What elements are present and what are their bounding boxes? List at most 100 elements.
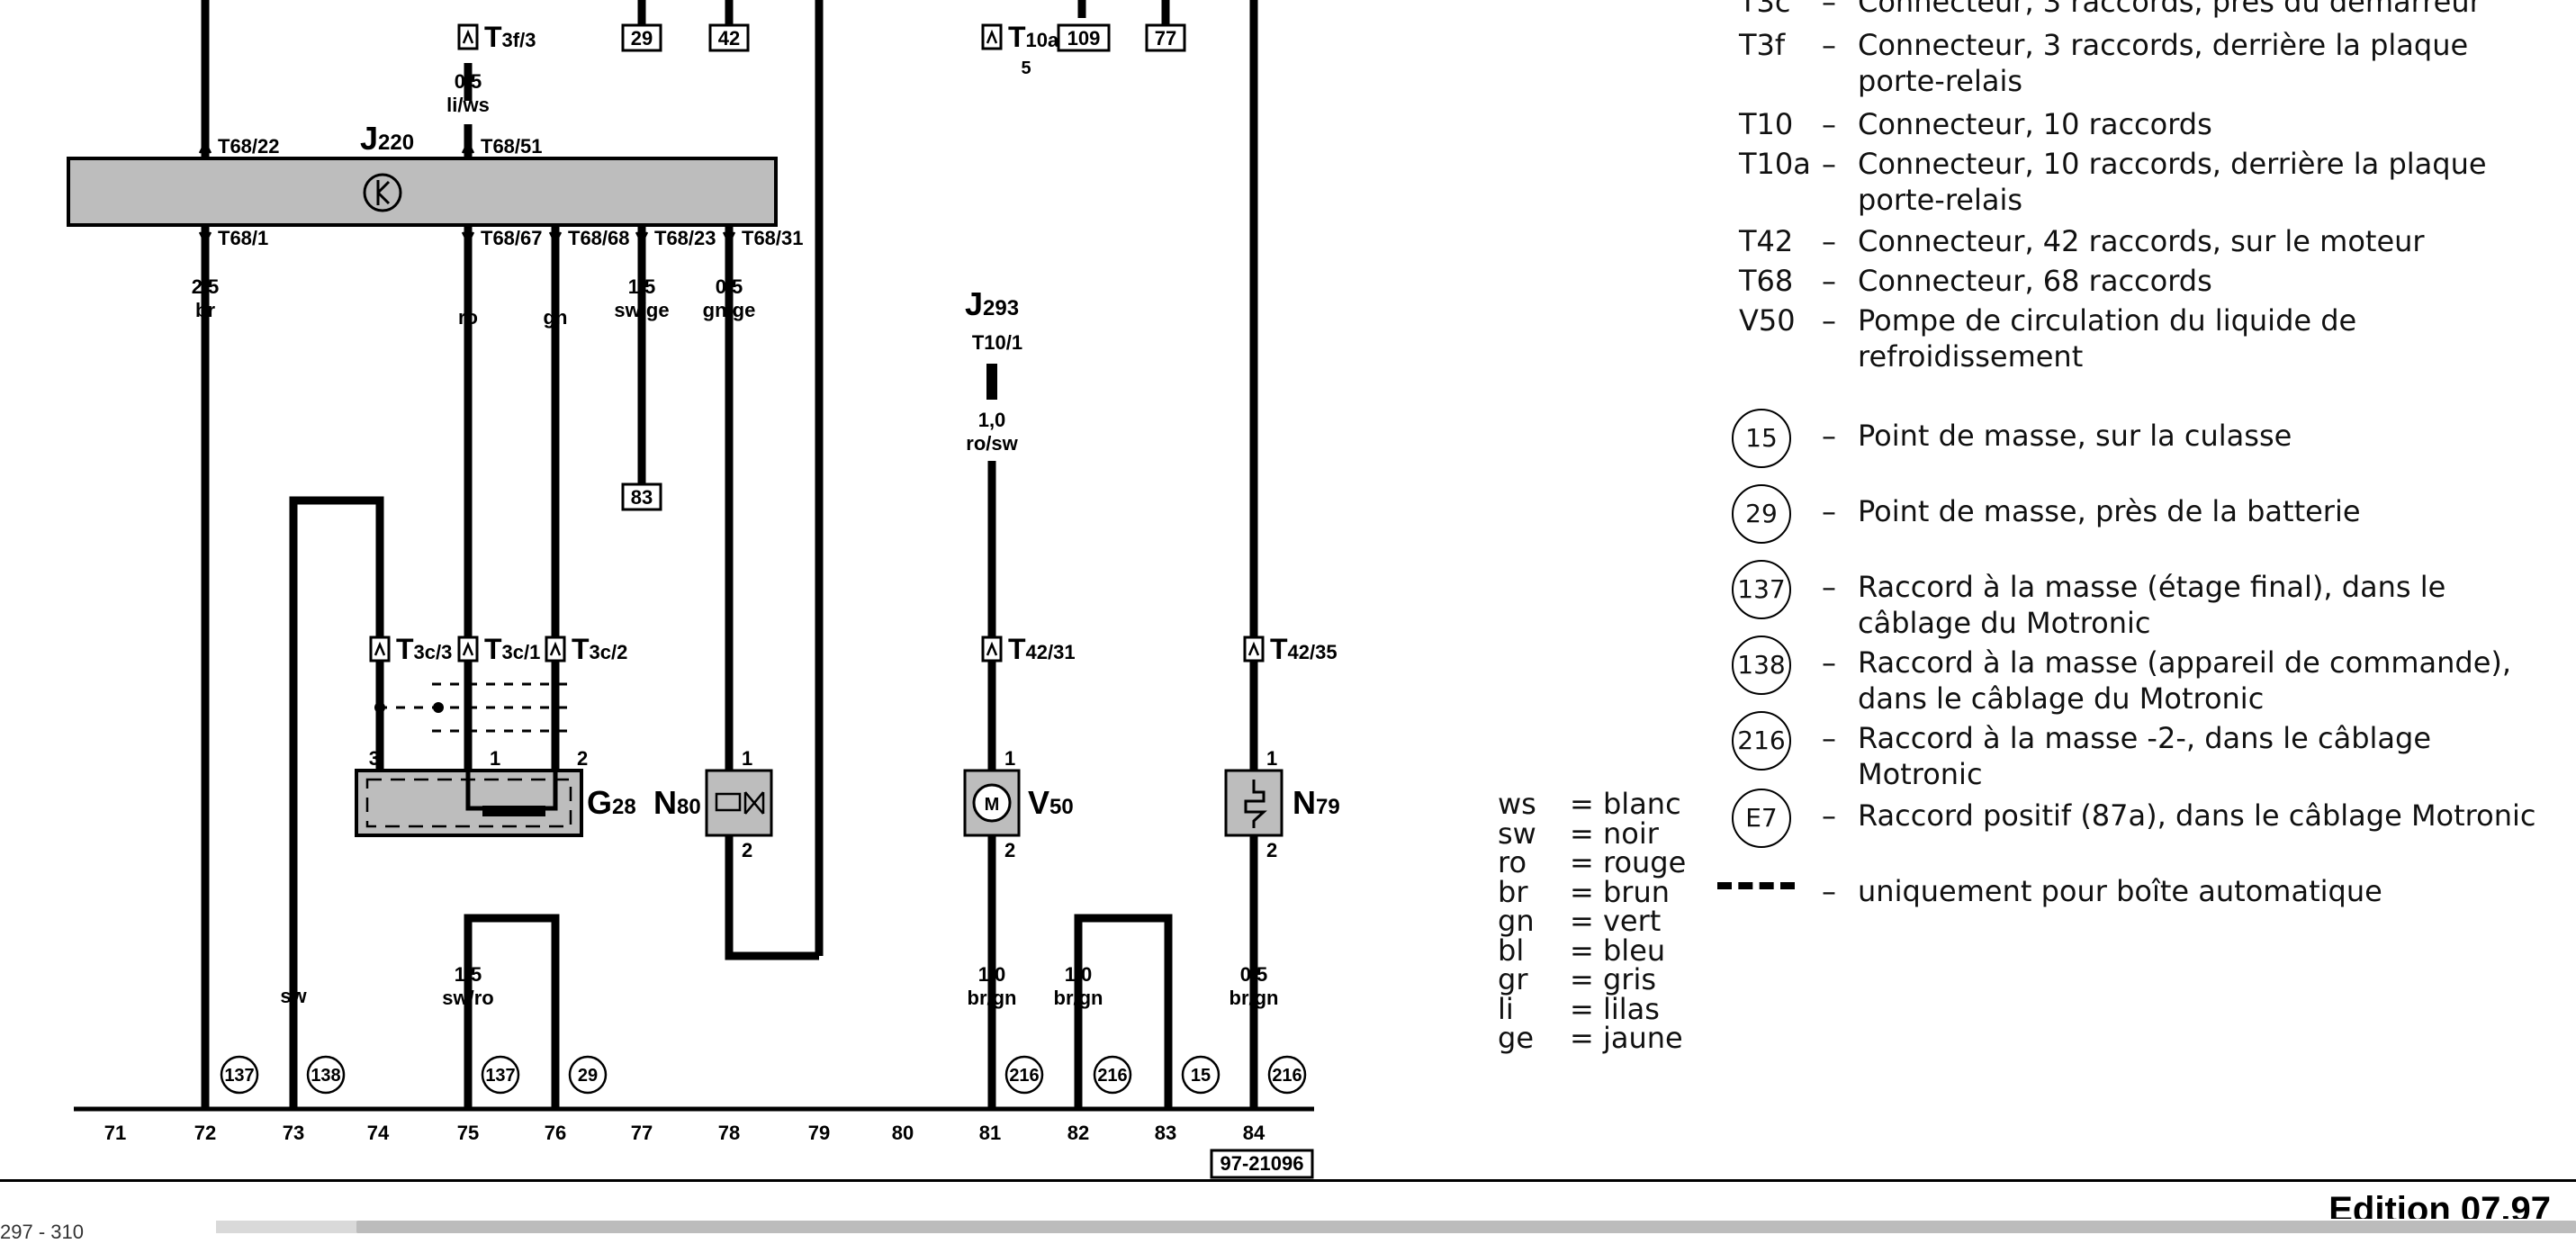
ground-point-138-label: 138 [311, 1066, 340, 1086]
wire-color-label: sw [280, 985, 307, 1007]
pin-T68-31: T68/31 [742, 227, 804, 249]
connector-t3f3-icon [457, 23, 479, 50]
color-code-name: = lilas [1570, 991, 1660, 1026]
track-number-78: 78 [718, 1122, 740, 1144]
wire-size-label: 1,0 [978, 409, 1006, 431]
connector-t3f3-label: T3f/3 [484, 21, 536, 53]
n79-pin-2: 2 [1266, 839, 1277, 861]
color-code-name: = bleu [1570, 933, 1666, 968]
color-code-br: br = brun [1498, 877, 1670, 907]
connector-t10a5-label: T10a/ [1008, 21, 1064, 53]
track-number-84: 84 [1243, 1122, 1265, 1144]
n79-name: N79 [1293, 784, 1340, 821]
legend-dash: – [1822, 147, 1836, 181]
legend-text-t10a: Connecteur, 10 raccords, derrière la pla… [1858, 147, 2487, 181]
color-code-name: = jaune [1570, 1021, 1683, 1055]
color-code-ws: ws= blanc [1498, 789, 1681, 819]
legend-dash: – [1822, 303, 1836, 338]
connector-t3c3-icon [369, 636, 391, 663]
ref-box-77 [1145, 23, 1186, 52]
ground-point-216-label: 216 [1009, 1066, 1039, 1086]
wire-size-label: 1,5 [628, 275, 656, 298]
legend-dash: – [1822, 28, 1836, 62]
track-number-71: 71 [104, 1122, 126, 1144]
dashed-legend-dash: – [1822, 874, 1836, 908]
ref-box-83-label: 83 [631, 486, 653, 509]
track-number-74: 74 [367, 1122, 390, 1144]
g28-core [482, 806, 545, 816]
legend-code-v50: V50 [1739, 303, 1796, 338]
color-code-abbr: gn [1498, 904, 1535, 938]
color-code-name: = brun [1570, 874, 1671, 909]
wire-size-label: 1,5 [455, 963, 482, 986]
connector-t4235-label: T42/35 [1270, 633, 1338, 665]
ground-point-216-label: 216 [1272, 1066, 1302, 1086]
ground-legend-text-216: Raccord à la masse -2-, dans le câblage [1858, 721, 2432, 755]
wire-size-label: 1,0 [1065, 963, 1093, 986]
color-code-abbr: li [1498, 991, 1514, 1026]
pin-arrow [461, 140, 475, 154]
v50-pin-1: 1 [1004, 747, 1015, 770]
wire-color-label: sw/ge [614, 299, 669, 321]
doc-number-box [1210, 1149, 1314, 1179]
legend-dash: – [1822, 107, 1836, 141]
pin-T68-22: T68/22 [218, 135, 280, 158]
wire-75-76-loop [464, 914, 560, 1109]
scrollbar-thumb[interactable] [356, 1221, 2576, 1233]
color-code-abbr: br [1498, 874, 1528, 909]
pin-arrow [198, 231, 212, 246]
ground-point-29-label: 29 [578, 1066, 598, 1086]
ground-legend-text-216: Motronic [1858, 757, 1983, 791]
connector-t4231-label: T42/31 [1008, 633, 1076, 665]
g28-pin-1: 1 [490, 747, 500, 770]
j293-pin: T10/1 [972, 331, 1022, 354]
legend-dash: – [1822, 721, 1836, 755]
color-code-name: = gris [1570, 962, 1657, 996]
shield-node [374, 702, 385, 713]
pin-T68-51: T68/51 [481, 135, 543, 158]
g28-name: G28 [587, 784, 636, 821]
legend-text-t42: Connecteur, 42 raccords, sur le moteur [1858, 224, 2425, 258]
legend-dash: – [1822, 494, 1836, 528]
legend-text-t10a: porte-relais [1858, 183, 2023, 217]
connector-t10a5-extra: 5 [1021, 59, 1031, 78]
legend-code-t10: T10 [1739, 107, 1794, 141]
connector-t4231-icon-arrow [986, 641, 998, 656]
ref-box-42-label: 42 [718, 27, 740, 50]
legend-text-t10: Connecteur, 10 raccords [1858, 107, 2212, 141]
legend-text-t3c: Connecteur, 3 raccords, près du démarreu… [1858, 0, 2481, 19]
pin-T68-67: T68/67 [481, 227, 543, 249]
track-number-73: 73 [283, 1122, 304, 1144]
footer-page-number: 297 - 310 [0, 1221, 84, 1243]
n80-name: N80 [653, 784, 701, 821]
ground-legend-circle-216: 216 [1732, 711, 1791, 771]
page-bottom-rule [0, 1179, 2576, 1182]
color-code-abbr: ws [1498, 787, 1536, 821]
wires-layer [67, 0, 1314, 1112]
wire-color-label: li/ws [446, 94, 490, 116]
dashed-line-sample [1717, 882, 1795, 889]
wire-size-label: 2,5 [192, 275, 220, 298]
legend-text-v50: refroidissement [1858, 339, 2084, 374]
connector-t3c2-icon [545, 636, 566, 663]
wire-82-83-loop [1074, 914, 1173, 1109]
color-code-sw: sw= noir [1498, 818, 1659, 849]
track-number-79: 79 [808, 1122, 830, 1144]
wire-color-label: gn/ge [703, 299, 756, 321]
n80-pin-1: 1 [742, 747, 752, 770]
ground-point-137 [220, 1055, 259, 1095]
legend-dash: – [1822, 645, 1836, 680]
n79-heater-symbol [1244, 780, 1267, 828]
legend-code-t68: T68 [1739, 264, 1794, 298]
track-number-83: 83 [1155, 1122, 1176, 1144]
color-code-abbr: ge [1498, 1021, 1534, 1055]
legend-dash: – [1822, 570, 1836, 604]
n79-pin-1: 1 [1266, 747, 1277, 770]
g28-pin-2: 2 [577, 747, 588, 770]
wire-color-label: ro [458, 306, 478, 329]
j220-unit-symbol-mark [376, 180, 391, 205]
track-number-81: 81 [979, 1122, 1001, 1144]
ground-legend-circle-15: 15 [1732, 409, 1791, 468]
ground-point-29 [568, 1055, 608, 1095]
